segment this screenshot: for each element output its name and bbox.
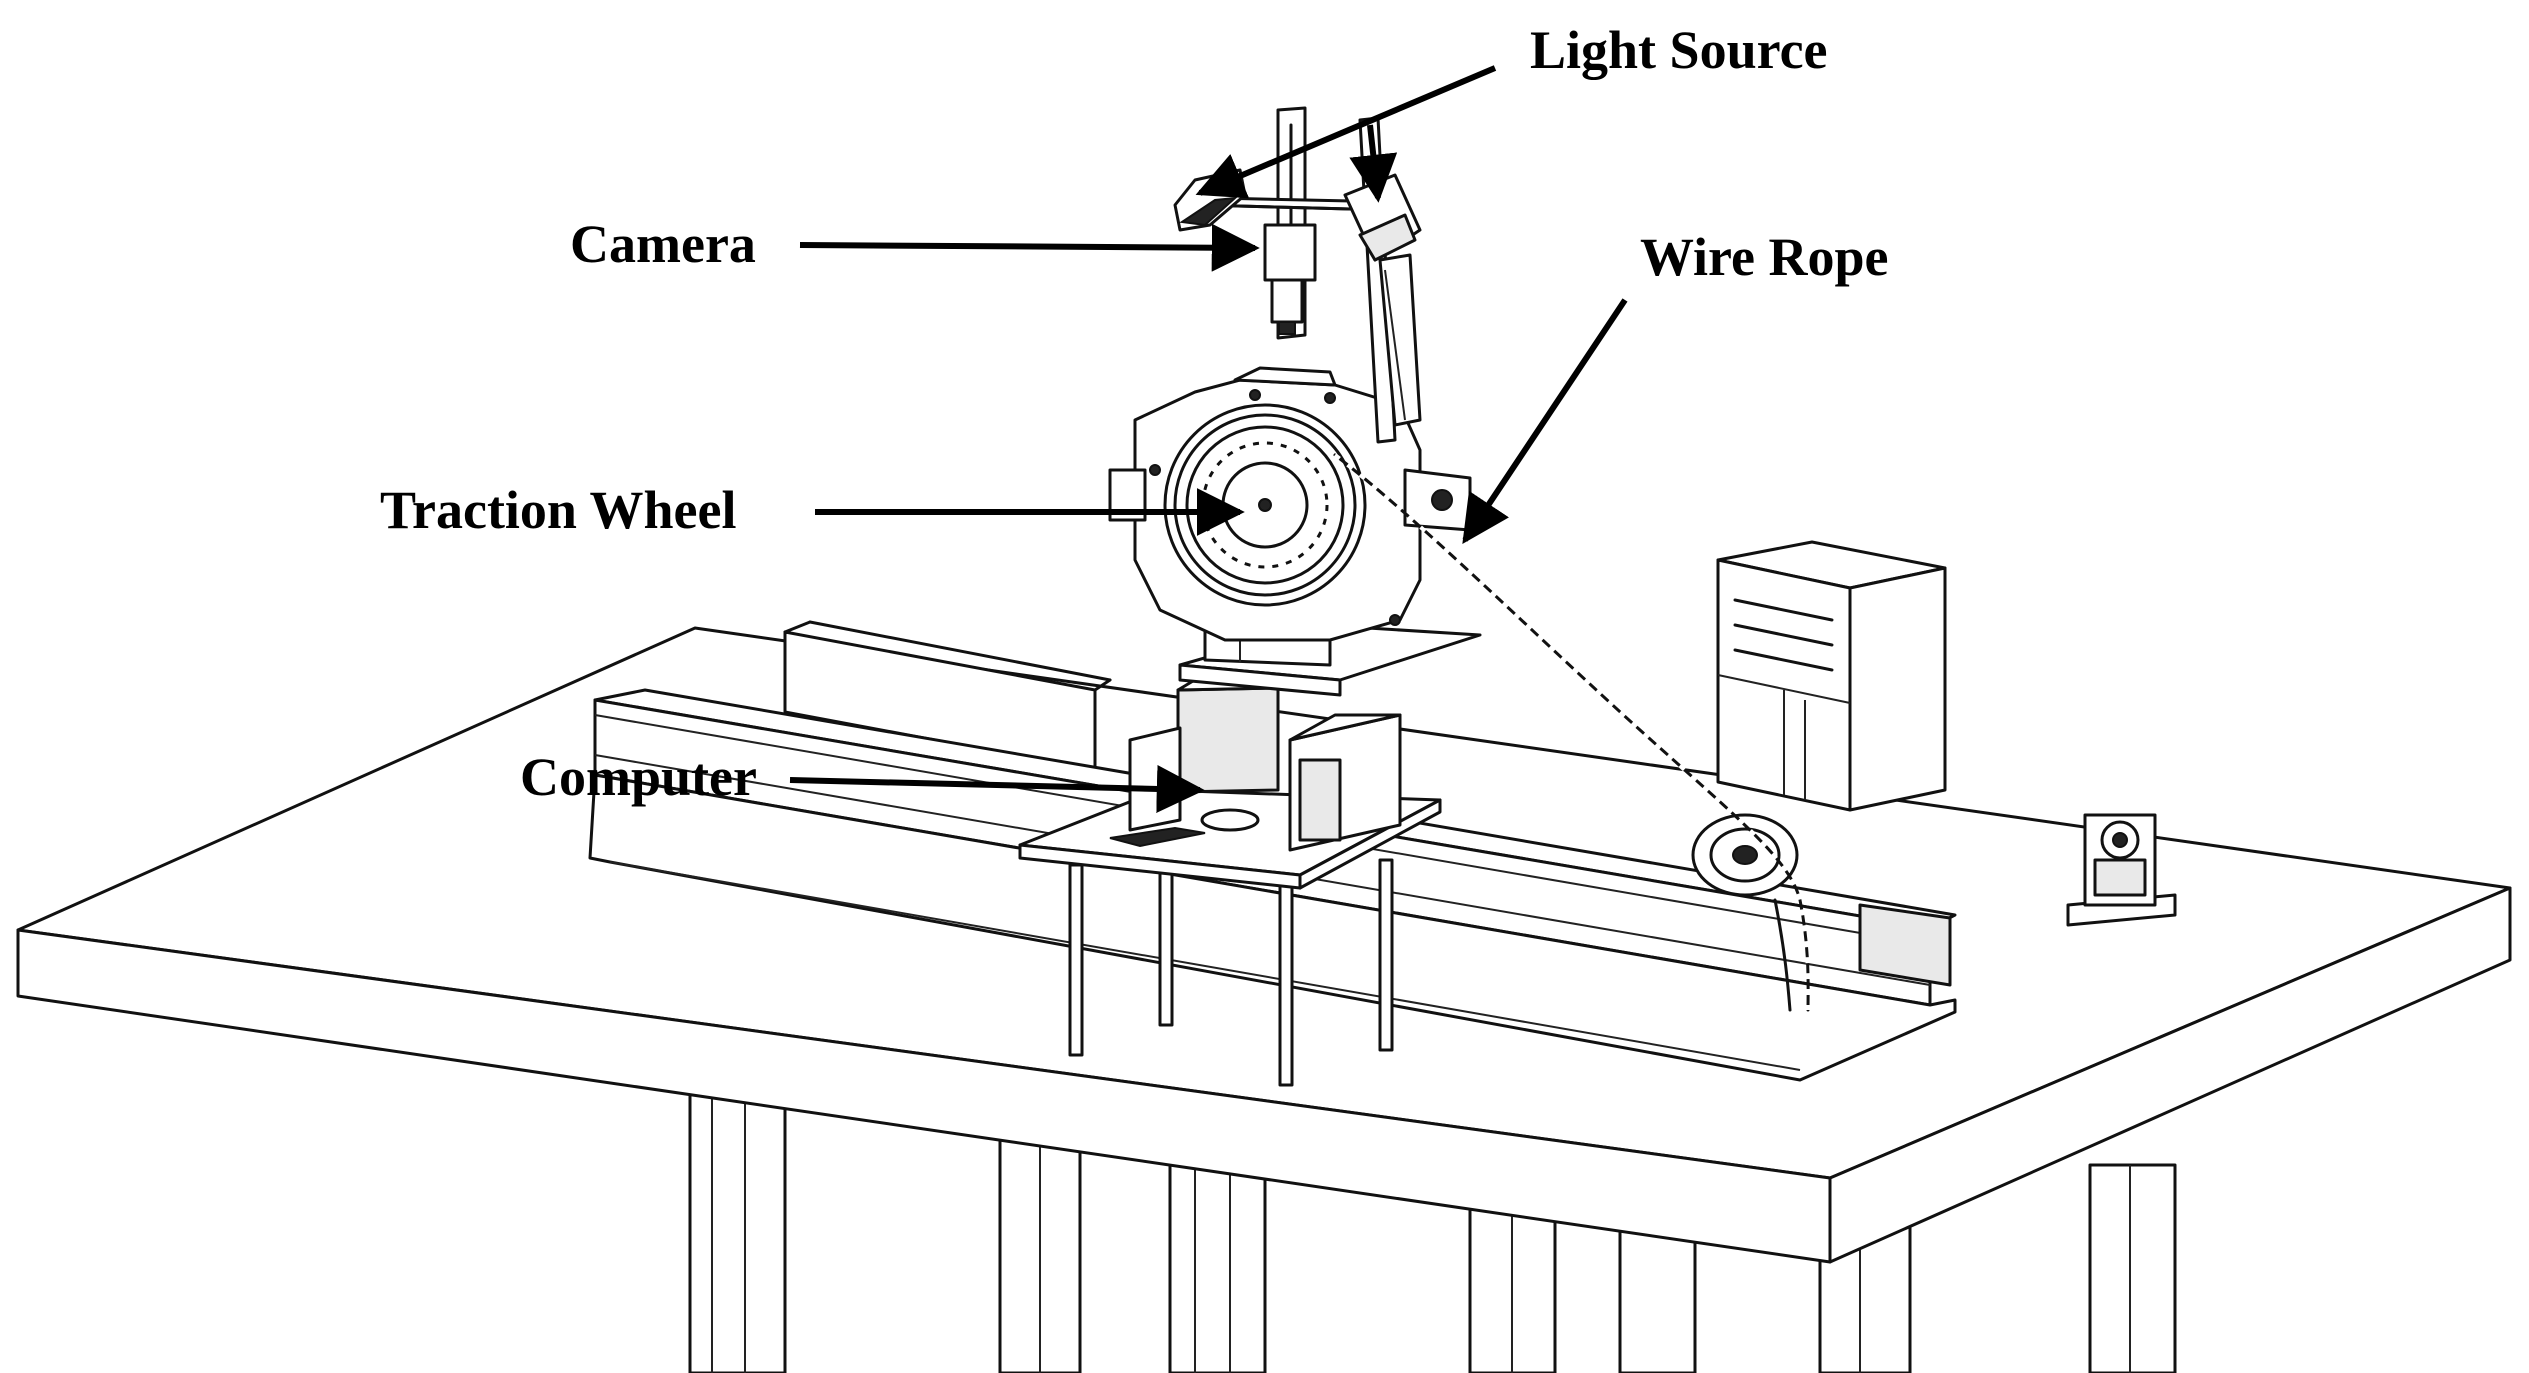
arrow-computer: [789, 764, 1205, 813]
label-camera: Camera: [570, 214, 756, 274]
label-light-source: Light Source: [1530, 20, 1828, 80]
label-wire-rope: Wire Rope: [1640, 227, 1888, 287]
arrow-camera: [799, 223, 1260, 272]
arrow-light-source-left: [1195, 65, 1497, 199]
label-traction-wheel: Traction Wheel: [380, 480, 736, 540]
arrow-wire-rope: [1462, 298, 1628, 544]
carriage: [1018, 674, 1442, 1087]
wire-rope: [1333, 453, 1811, 1012]
callout-arrows: [789, 65, 1628, 813]
control-cabinet: [1716, 540, 1947, 812]
labels: Light Source Camera Wire Rope Traction W…: [380, 20, 1888, 807]
right-mount: [2066, 813, 2177, 927]
arrow-light-source-right: [1349, 124, 1398, 203]
traction-machine: [1108, 366, 1482, 697]
end-sheave: [1691, 813, 1799, 897]
label-computer: Computer: [520, 747, 757, 807]
